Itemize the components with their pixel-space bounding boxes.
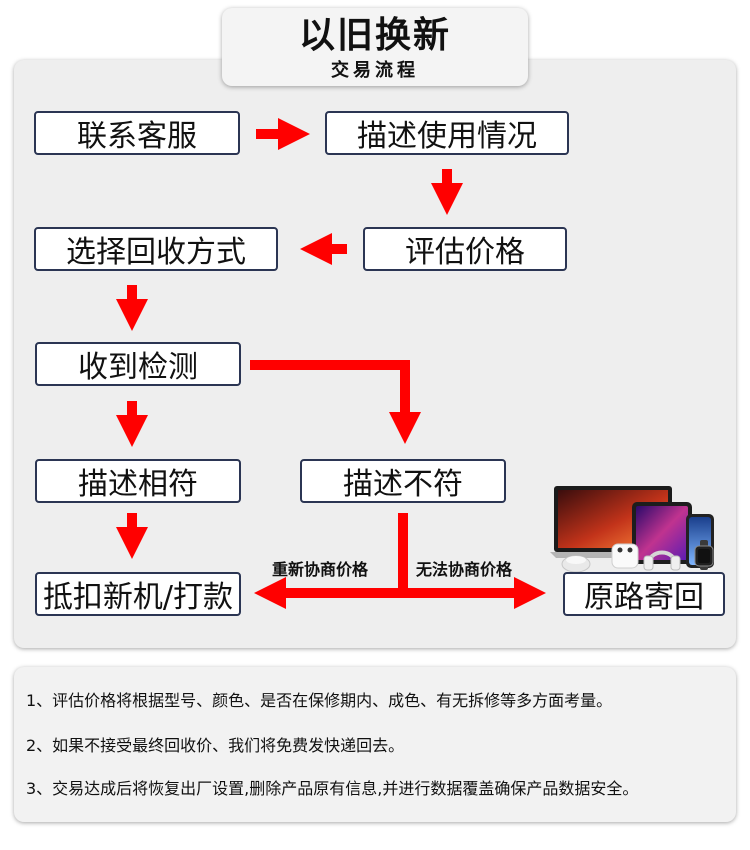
page-subtitle: 交易流程 (331, 60, 419, 81)
step-contact-support: 联系客服 (34, 111, 240, 155)
step-choose-recycle-method: 选择回收方式 (34, 227, 278, 271)
step-receive-inspect: 收到检测 (35, 342, 241, 386)
label-renegotiate: 重新协商价格 (272, 560, 369, 579)
note-item: 3、交易达成后将恢复出厂设置,删除产品原有信息,并进行数据覆盖确保产品数据安全。 (26, 779, 639, 798)
step-return-original: 原路寄回 (563, 572, 725, 616)
step-evaluate-price: 评估价格 (363, 227, 567, 271)
arrow-inspect-to-mismatch (250, 360, 422, 445)
earbuds-icon (611, 543, 639, 569)
smartwatch-icon (694, 540, 714, 570)
note-item: 1、评估价格将根据型号、颜色、是否在保修期内、成色、有无拆修等多方面考量。 (26, 691, 613, 710)
label-cannot-negotiate: 无法协商价格 (416, 560, 513, 579)
headphones-icon (643, 550, 681, 571)
step-description-matches: 描述相符 (35, 459, 241, 503)
page-title: 以旧换新 (298, 15, 451, 56)
step-deduct-new-or-pay: 抵扣新机/打款 (35, 572, 241, 616)
title-card: 以旧换新 交易流程 (222, 8, 528, 86)
devices-illustration (550, 486, 714, 573)
step-describe-usage: 描述使用情况 (325, 111, 569, 155)
smart-speaker-icon (561, 555, 591, 573)
tablet-icon (632, 502, 692, 564)
notes-panel: 1、评估价格将根据型号、颜色、是否在保修期内、成色、有无拆修等多方面考量。 2、… (14, 667, 736, 822)
step-description-mismatch: 描述不符 (300, 459, 506, 503)
note-item: 2、如果不接受最终回收价、我们将免费发快递回去。 (26, 736, 405, 755)
